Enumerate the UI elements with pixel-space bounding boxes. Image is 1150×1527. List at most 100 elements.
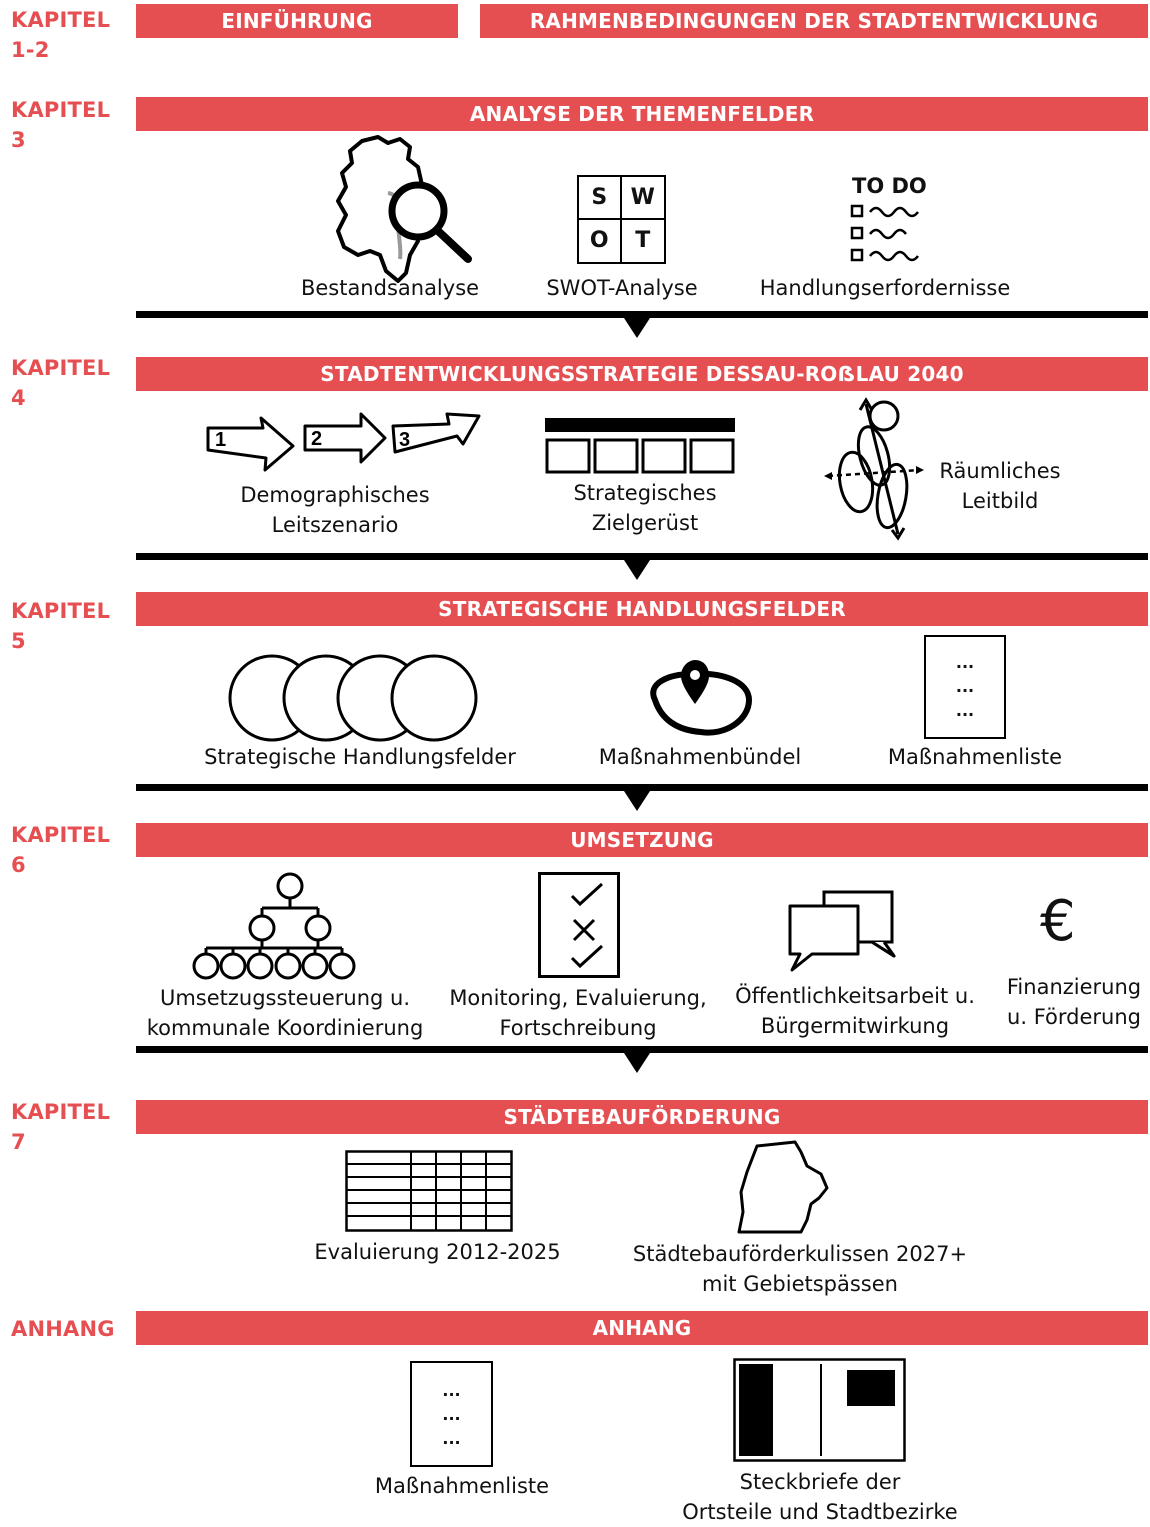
euro-icon: €	[1040, 889, 1076, 954]
label-strategische-handlungsfelder: Strategische Handlungsfelder	[204, 745, 516, 769]
arrow-number-2: 2	[311, 428, 322, 450]
label-strategisches-zielgeruest: Strategisches Zielgerüst	[530, 478, 760, 538]
bar-einfuehrung: EINFÜHRUNG	[136, 4, 458, 38]
bar-umsetzung: UMSETZUNG	[136, 823, 1148, 857]
swot-cell-t: T	[635, 228, 651, 254]
swot-cell-s: S	[579, 177, 622, 220]
chapter-label-word: KAPITEL	[11, 599, 111, 623]
swot-grid-icon: S W O T	[577, 175, 666, 264]
label-evaluierung: Evaluierung 2012-2025	[300, 1237, 575, 1267]
label-demographisches-leitszenario: Demographisches Leitszenario	[205, 480, 465, 540]
city-outline-magnifier-icon	[336, 135, 472, 283]
goal-framework-icon	[545, 418, 735, 474]
label-line: Finanzierung	[1006, 975, 1142, 999]
org-chart-icon	[192, 872, 356, 980]
list-dots: ...	[955, 677, 975, 696]
label-line: u. Förderung	[1007, 1005, 1141, 1029]
profile-sheet-icon	[733, 1358, 906, 1462]
label-handlungserfordernisse: Handlungserfordernisse	[759, 276, 1011, 300]
label-swot-analyse: SWOT-Analyse	[546, 276, 698, 300]
spatial-model-icon	[824, 397, 924, 541]
flow-arrow-down-4	[624, 560, 650, 580]
label-massnahmenbuendel: Maßnahmenbündel	[598, 745, 802, 769]
list-document-icon: ... ... ...	[410, 1361, 493, 1467]
bar-staedtebaufoerderung: STÄDTEBAUFÖRDERUNG	[136, 1100, 1148, 1134]
label-anhang-massnahmenliste: Maßnahmenliste	[352, 1471, 572, 1501]
table-grid-icon	[345, 1150, 513, 1232]
numbered-arrows-icon: 1 2 3	[206, 412, 481, 472]
label-line: Steckbriefe der	[739, 1470, 901, 1494]
label-line: Öffentlichkeitsarbeit u.	[735, 984, 975, 1008]
map-pin-area-icon	[650, 660, 752, 736]
chapter-label-5: KAPITEL 5	[11, 596, 110, 656]
flow-arrow-down-3	[624, 318, 650, 338]
bar-analyse-themenfelder: ANALYSE DER THEMENFELDER	[136, 97, 1148, 131]
district-outline-icon	[737, 1140, 829, 1234]
chapter-label-word: KAPITEL	[11, 356, 111, 380]
label-line: kommunale Koordinierung	[146, 1016, 424, 1040]
bar-rahmenbedingungen: RAHMENBEDINGUNGEN DER STADTENTWICKLUNG	[480, 4, 1148, 38]
label-line: Monitoring, Evaluierung,	[449, 986, 707, 1010]
label-line: Ortsteile und Stadtbezirke	[682, 1500, 958, 1524]
label-bestandsanalyse: Bestandsanalyse	[300, 276, 480, 300]
divider-rule-5	[136, 784, 1148, 791]
label-steckbriefe: Steckbriefe der Ortsteile und Stadtbezir…	[660, 1467, 980, 1527]
chapter-label-word: KAPITEL	[11, 823, 111, 847]
chapter-label-word: KAPITEL	[11, 98, 111, 122]
label-massnahmenliste: Maßnahmenliste	[887, 745, 1063, 769]
divider-rule-3	[136, 311, 1148, 318]
chapter-label-anhang: ANHANG	[11, 1314, 115, 1344]
chapter-label-word: KAPITEL	[11, 1100, 111, 1124]
todo-title: TO DO	[852, 174, 927, 198]
chapter-label-1-2: KAPITEL 1-2	[11, 5, 110, 65]
swot-cell-w: W	[621, 177, 664, 220]
chapter-label-3: KAPITEL 3	[11, 95, 110, 155]
divider-rule-6	[136, 1046, 1148, 1053]
label-staedtebaufoerderkulissen: Städtebauförderkulissen 2027+ mit Gebiet…	[620, 1239, 980, 1299]
list-document-icon: ... ... ...	[924, 635, 1006, 739]
chapter-label-number: 5	[11, 629, 26, 653]
label-line: Strategisches	[573, 481, 717, 505]
label-line: Demographisches	[240, 483, 430, 507]
label-monitoring: Monitoring, Evaluierung, Fortschreibung	[437, 983, 719, 1043]
bar-anhang: ANHANG	[136, 1311, 1148, 1345]
flow-arrow-down-5	[624, 791, 650, 811]
chapter-label-4: KAPITEL 4	[11, 353, 110, 413]
label-line: Räumliches	[939, 459, 1061, 483]
chapter-label-number: 7	[11, 1130, 26, 1154]
label-raeumliches-leitbild: Räumliches Leitbild	[930, 456, 1070, 516]
label-line: Evaluierung 2012-2025	[314, 1240, 561, 1264]
label-umsetzungssteuerung: Umsetzugssteuerung u. kommunale Koordini…	[135, 983, 435, 1043]
list-dots: ...	[955, 653, 975, 672]
arrow-number-3: 3	[399, 429, 410, 451]
chapter-label-6: KAPITEL 6	[11, 820, 110, 880]
label-finanzierung: Finanzierung u. Förderung	[998, 972, 1150, 1032]
list-dots: ...	[955, 701, 975, 720]
label-line: Leitszenario	[271, 513, 399, 537]
label-line: Leitbild	[961, 489, 1039, 513]
four-circles-icon	[228, 654, 478, 742]
list-dots: ...	[442, 1405, 461, 1424]
bar-stadtentwicklungsstrategie: STADTENTWICKLUNGSSTRATEGIE DESSAU-ROẞLAU…	[136, 357, 1148, 391]
label-line: Bürgermitwirkung	[760, 1014, 950, 1038]
label-line: Städtebauförderkulissen 2027+	[632, 1242, 968, 1266]
label-oeffentlichkeitsarbeit: Öffentlichkeitsarbeit u. Bürgermitwirkun…	[720, 981, 990, 1041]
chapter-label-7: KAPITEL 7	[11, 1097, 110, 1157]
swot-cell-o: O	[579, 219, 622, 262]
speech-bubbles-icon	[788, 890, 896, 972]
todo-list-icon	[850, 204, 919, 262]
divider-rule-4	[136, 553, 1148, 560]
label-line: mit Gebietspässen	[702, 1272, 898, 1296]
list-dots: ...	[442, 1429, 461, 1448]
bar-strategische-handlungsfelder: STRATEGISCHE HANDLUNGSFELDER	[136, 592, 1148, 626]
label-line: Maßnahmenliste	[374, 1474, 550, 1498]
chapter-label-word: KAPITEL	[11, 8, 111, 32]
label-line: Zielgerüst	[591, 511, 699, 535]
chapter-label-word: ANHANG	[11, 1317, 115, 1341]
chapter-label-number: 6	[11, 853, 26, 877]
chapter-label-number: 4	[11, 386, 26, 410]
label-line: Fortschreibung	[499, 1016, 657, 1040]
list-dots: ...	[442, 1381, 461, 1400]
label-line: Umsetzugssteuerung u.	[159, 986, 411, 1010]
checklist-icon	[538, 872, 620, 978]
